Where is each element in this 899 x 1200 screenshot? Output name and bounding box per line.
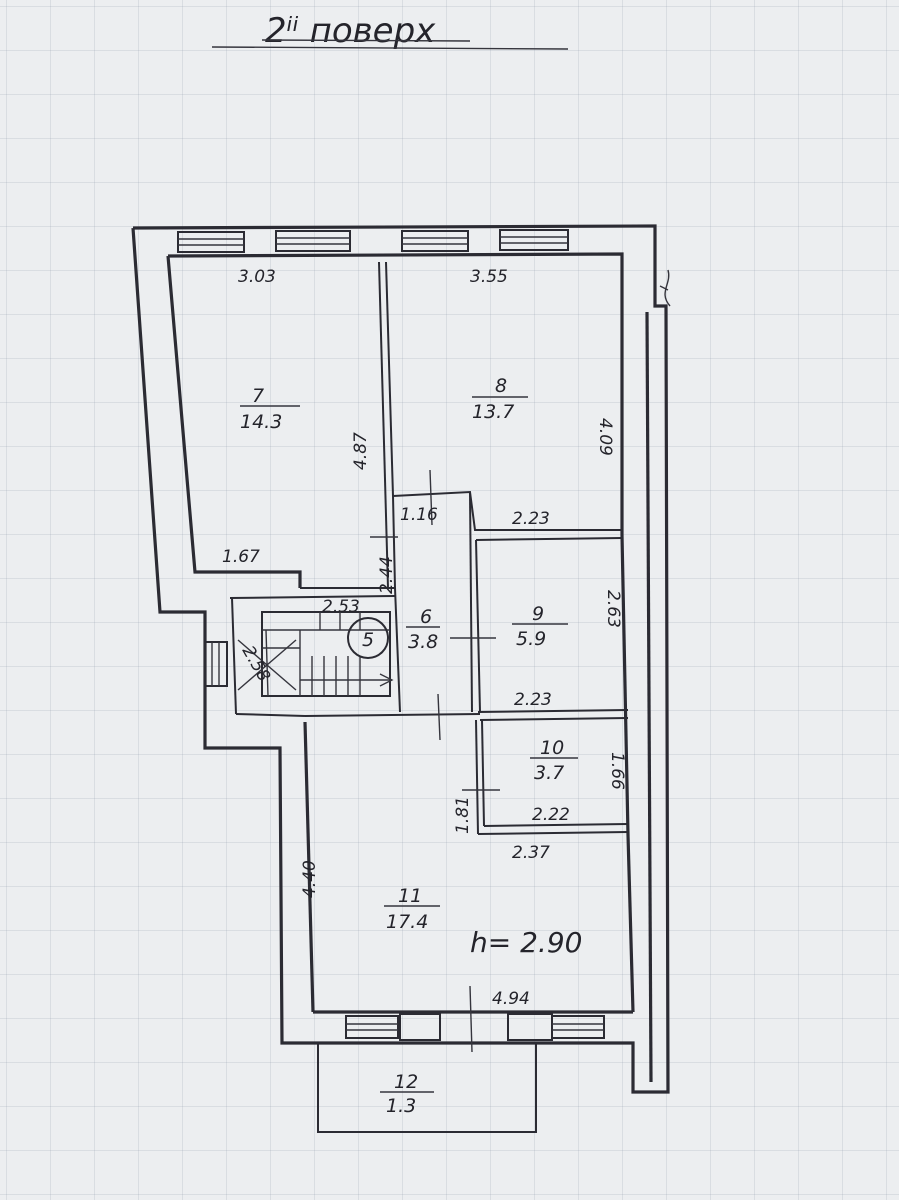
outer-walls: [131, 224, 671, 1094]
dimension-3-55: 3.55: [470, 267, 508, 287]
plan-title: 2ⁱⁱ поверх: [265, 11, 436, 51]
room-area: 5.9: [516, 628, 546, 650]
dimension-1-66: 1.66: [607, 752, 627, 790]
dimension-4-94: 4.94: [492, 989, 530, 1009]
room-number: 11: [398, 885, 422, 907]
room-number: 6: [420, 606, 432, 628]
ceiling-height: h= 2.90: [470, 926, 582, 959]
title-underline: [211, 46, 569, 50]
dimension-2-23-bottom: 2.23: [514, 690, 552, 710]
dimension-1-67: 1.67: [222, 547, 260, 567]
dimension-2-23-top: 2.23: [512, 509, 550, 529]
room-number: 10: [540, 737, 564, 759]
stair-marker-circle: [347, 617, 389, 659]
dimension-1-16: 1.16: [400, 505, 438, 525]
dimension-2-63: 2.63: [603, 590, 623, 628]
room-10: 10 3.7: [530, 737, 578, 784]
room-9: 9 5.9: [512, 603, 568, 650]
top-windows: [177, 229, 569, 253]
staircase: 5: [237, 611, 394, 697]
room-number: 9: [532, 603, 544, 625]
dimension-1-81: 1.81: [453, 796, 473, 834]
interior-walls: [229, 261, 629, 835]
dimension-2-37: 2.37: [512, 843, 550, 863]
room-area: 3.8: [408, 631, 438, 653]
room-area: 3.7: [534, 762, 564, 784]
room-12: 12 1.3: [380, 1071, 434, 1117]
room-area: 17.4: [386, 911, 428, 933]
balcony: [317, 1044, 537, 1133]
room-area: 14.3: [240, 411, 282, 433]
room-11: 11 17.4: [384, 885, 440, 933]
title-underline-short: [261, 39, 471, 42]
left-window: [204, 641, 228, 687]
stair-number: 5: [362, 629, 374, 651]
dimension-4-87: 4.87: [351, 432, 371, 470]
room-7: 7 14.3: [240, 385, 300, 433]
dimension-2-22: 2.22: [532, 805, 570, 825]
dimension-4-09: 4.09: [595, 418, 615, 456]
dimension-2-44: 2.44: [377, 556, 397, 594]
dimension-2-53: 2.53: [322, 597, 360, 617]
room-8: 8 13.7: [472, 375, 528, 423]
room-number: 7: [252, 385, 264, 407]
bottom-windows: [345, 985, 605, 1053]
room-6: 6 3.8: [406, 606, 440, 653]
room-area: 1.3: [386, 1095, 416, 1117]
room-number: 12: [394, 1071, 418, 1093]
dimension-4-40: 4.40: [300, 860, 320, 898]
dimension-3-03: 3.03: [238, 267, 276, 287]
room-area: 13.7: [472, 401, 514, 423]
room-number: 8: [495, 375, 507, 397]
